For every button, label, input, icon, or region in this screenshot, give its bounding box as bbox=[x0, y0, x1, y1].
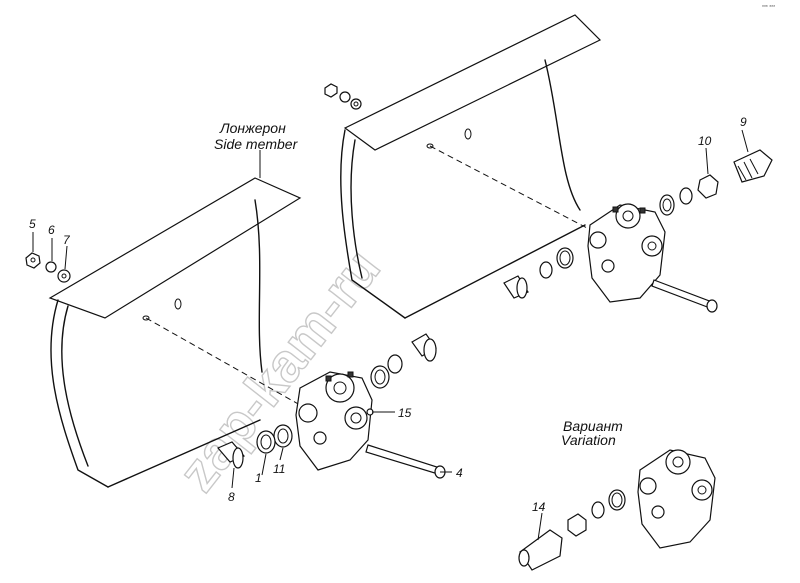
right-fittings bbox=[503, 149, 773, 313]
callout-5: 5 bbox=[29, 217, 36, 231]
callout-7: 7 bbox=[63, 233, 71, 247]
caption-side-member-ru: Лонжерон bbox=[219, 120, 286, 136]
nut-washers-left bbox=[25, 252, 71, 283]
caption-side-member-en: Side member bbox=[214, 136, 299, 152]
callout-1: 1 bbox=[255, 471, 262, 485]
callout-14: 14 bbox=[532, 500, 546, 514]
callout-15: 15 bbox=[398, 406, 412, 420]
callout-10: 10 bbox=[698, 134, 712, 148]
side-member-right bbox=[340, 14, 602, 319]
callout-11: 11 bbox=[273, 462, 285, 476]
callout-6: 6 bbox=[48, 223, 55, 237]
left-fittings bbox=[217, 333, 446, 479]
valve-assembly-variation bbox=[518, 449, 716, 571]
caption-variation-en: Variation bbox=[561, 432, 616, 448]
valve-assembly-left bbox=[295, 371, 374, 471]
corner-mark: *** *** bbox=[762, 5, 775, 11]
side-member-left bbox=[48, 177, 302, 488]
assembly-guides bbox=[145, 145, 611, 406]
callout-4: 4 bbox=[456, 466, 463, 480]
valve-assembly-right bbox=[587, 203, 666, 303]
caption-variation-ru: Вариант bbox=[563, 418, 623, 434]
nut-washers-top bbox=[324, 83, 362, 110]
callout-9: 9 bbox=[740, 115, 747, 129]
callout-8: 8 bbox=[228, 490, 235, 504]
leader-lines bbox=[32, 129, 749, 541]
